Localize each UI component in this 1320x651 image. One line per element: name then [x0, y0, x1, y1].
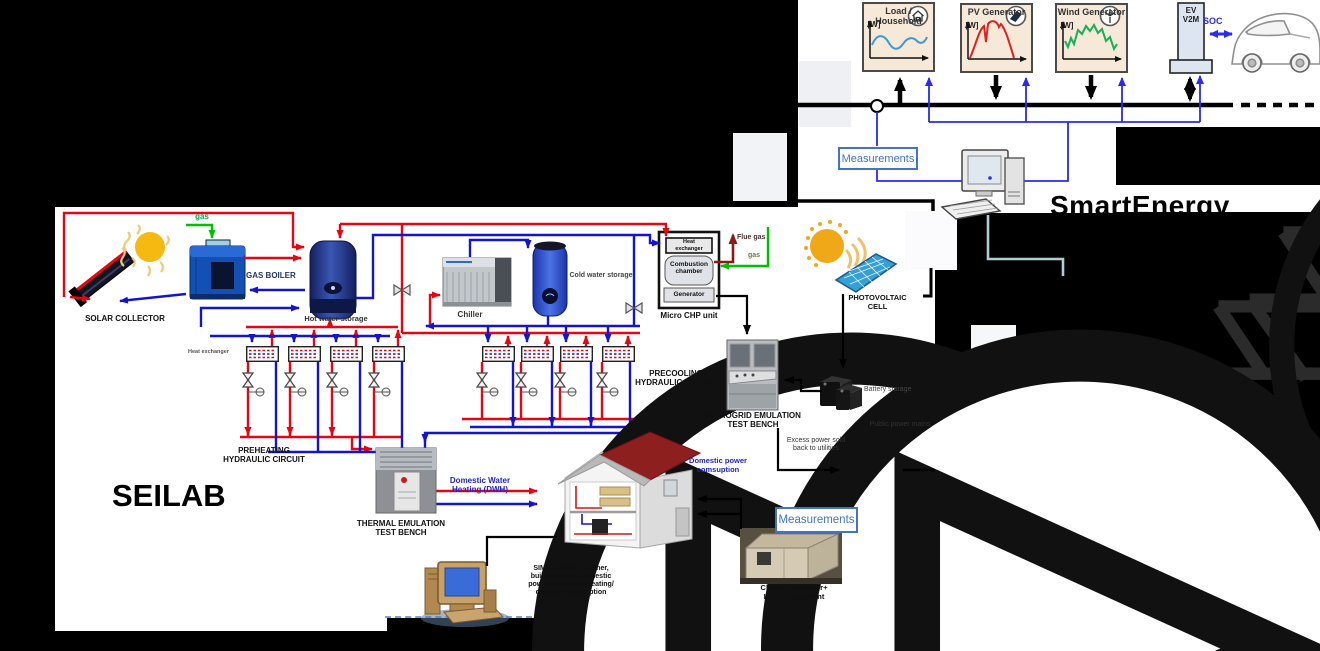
microgrid-bench-photo	[726, 339, 779, 411]
grid-bus	[798, 75, 1320, 113]
flue-gas-pipe	[714, 233, 738, 264]
load-chart	[867, 5, 929, 61]
load-box-title: Load / Household	[875, 6, 922, 27]
chp-heat-exchanger-label: Heat exchanger	[675, 239, 703, 252]
pv-chart	[965, 5, 1027, 62]
measurements-top-label: Measurements	[841, 152, 915, 165]
pv-cell-icon	[804, 220, 898, 293]
flue-gas-label: Flue gas	[737, 234, 766, 241]
thermal-bench-label: THERMAL EMULATION TEST BENCH	[356, 519, 446, 538]
tower-img-bg-3	[905, 211, 957, 270]
pv-cell-label: PHOTOVOLTAIC CELL	[848, 293, 907, 311]
branch-sensors	[248, 387, 619, 397]
grid-signal-lines	[876, 30, 1233, 182]
seilab-panel-ext	[55, 616, 387, 631]
wind-chart	[1060, 5, 1122, 62]
chiller-icon	[442, 257, 512, 307]
microgrid-label: MICROGRID EMULATION TEST BENCH	[705, 411, 801, 430]
battery-storage-label: Battery storage	[864, 386, 912, 393]
gas-in-label: gas	[195, 212, 209, 221]
load-axis-label: [W]	[867, 20, 881, 29]
micro-chp-unit	[657, 230, 721, 310]
grid-to-lab-links	[798, 199, 935, 298]
smartenergy-title: SmartEnergy	[1050, 190, 1230, 221]
heat-exchanger-note: Heat exchanger	[188, 349, 229, 355]
inline-valves	[393, 283, 643, 315]
cold-piping	[119, 233, 661, 508]
hot-water-storage-icon	[309, 240, 357, 320]
electric-car	[1231, 12, 1320, 73]
hot-water-label: Hot water storage	[304, 314, 368, 323]
cold-water-storage-icon	[532, 241, 568, 317]
tower-img-bg-1	[733, 133, 787, 201]
public-mains-label: Public power mains	[869, 421, 931, 428]
simulation-computer-icon	[421, 561, 509, 627]
pv-axis-label: [W]	[965, 21, 979, 30]
wind-axis-label: [W]	[1060, 21, 1074, 30]
house-icon	[557, 431, 702, 549]
domestic-power-label: Domestic power comsuption	[689, 456, 747, 474]
measurements-box-top: Measurements	[838, 147, 918, 170]
wind-box-title: Wind Generator	[1057, 7, 1126, 17]
power-links-black	[485, 294, 935, 566]
gas-boiler-label: GAS BOILER	[246, 271, 296, 280]
gas-boiler-icon	[189, 239, 246, 300]
preheating-label: PREHEATING HYDRAULIC CIRCUIT	[223, 446, 305, 465]
solar-collector-icon	[68, 224, 170, 308]
climatic-chamber-label: Climatic chamber+ HVAC equipment	[760, 583, 828, 601]
dwh-label: Domestic Water Heating (DWH)	[449, 476, 511, 495]
cold-water-label: Cold water storage	[569, 272, 633, 279]
solar-collector-label: SOLAR COLLECTOR	[85, 314, 165, 323]
measurements-bottom-label: Measurements	[778, 514, 855, 526]
thermal-bench-photo	[375, 447, 437, 514]
excess-power-label: Excess power sold back to utilities	[786, 437, 846, 453]
seilab-title: SEILAB	[112, 478, 226, 513]
battery-storage-icon	[820, 376, 862, 410]
chp-combustion-label: Combustion chamber	[670, 261, 708, 276]
simulation-label: SIMULATION: weather, building DWH, domes…	[528, 565, 614, 597]
chp-gas-label: gas	[747, 252, 761, 259]
pv-box-title: PV Generator	[967, 7, 1026, 17]
ev-v2m-label: EV V2M	[1182, 6, 1200, 25]
smartenergy-computer	[940, 149, 1025, 220]
smartenergy-panel-strip	[1115, 185, 1320, 212]
precooling-label: PRECOOLING HYDRAULIC CIRCUIT	[635, 369, 717, 388]
chiller-label: Chiller	[457, 310, 483, 319]
tower-img-bg-2	[799, 61, 851, 127]
gas-piping	[186, 223, 770, 270]
chp-generator-label: Generator	[673, 291, 705, 298]
hot-piping	[62, 211, 670, 495]
measurements-box-bottom: Measurements	[775, 507, 858, 533]
soc-label: SOC	[1203, 16, 1223, 26]
ev-charging-post	[1169, 2, 1213, 74]
micro-chp-label: Micro CHP unit	[660, 311, 718, 320]
climatic-chamber-photo	[740, 528, 842, 584]
